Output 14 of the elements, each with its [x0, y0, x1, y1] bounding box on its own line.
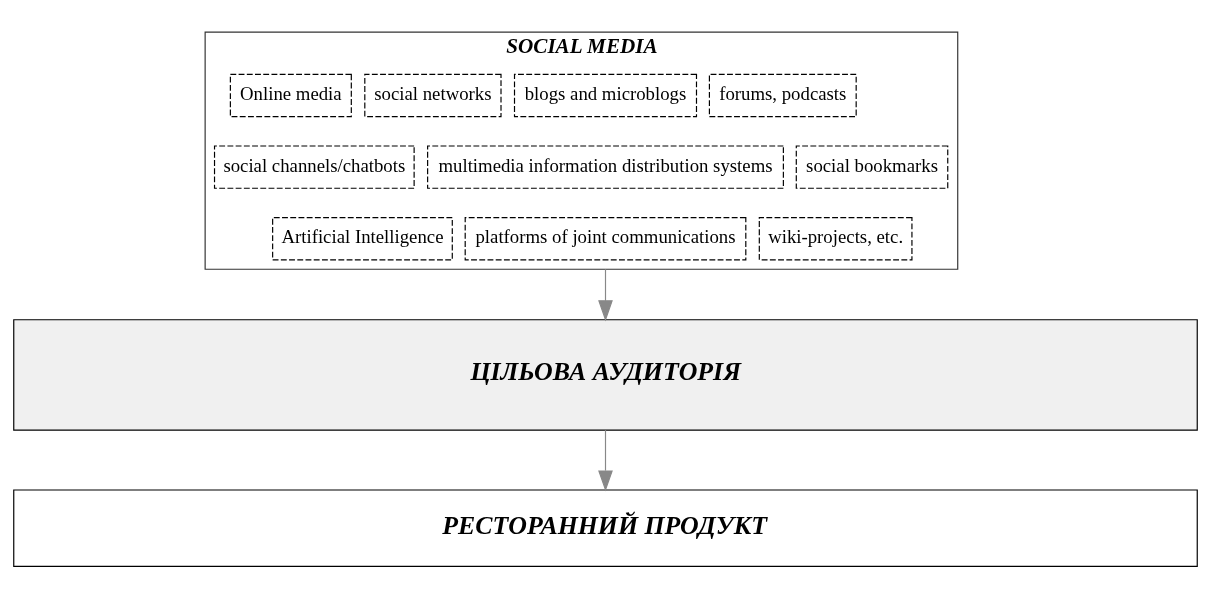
node-box: social bookmarks — [795, 145, 949, 189]
node-box: social channels/chatbots — [213, 145, 415, 189]
node-box: РЕСТОРАННИЙ ПРОДУКТ — [13, 489, 1198, 567]
node-box: Artificial Intelligence — [272, 217, 453, 261]
arrow — [598, 429, 613, 492]
node-box: Online media — [229, 73, 352, 118]
node-box: multimedia information distribution systems — [427, 145, 784, 189]
node-box: wiki-projects, etc. — [758, 217, 913, 261]
node-box: ЦІЛЬОВА АУДИТОРІЯ — [13, 319, 1198, 431]
node-box: platforms of joint communications — [464, 217, 747, 261]
node-box: forums, podcasts — [708, 73, 857, 118]
node-box: blogs and microblogs — [513, 73, 698, 118]
node-box: social networks — [364, 73, 502, 118]
arrow — [598, 268, 613, 322]
